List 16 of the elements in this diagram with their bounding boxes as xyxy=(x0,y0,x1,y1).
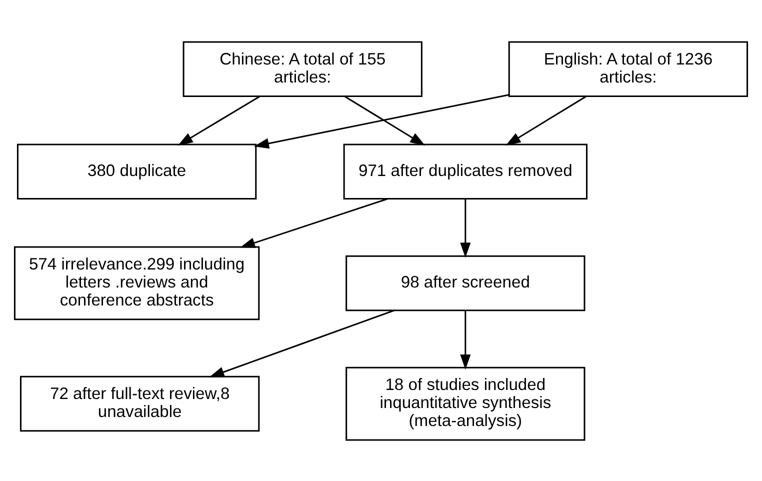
arrow xyxy=(460,198,471,258)
arrow xyxy=(344,95,426,146)
arrow xyxy=(460,310,471,370)
node-box: 574 irrelevance.299 including letters .reviews and conference abstracts xyxy=(14,246,260,320)
node-box: English: A total of 1236 articles: xyxy=(508,40,748,97)
arrow xyxy=(254,94,509,148)
node-box: 380 duplicate xyxy=(16,143,257,200)
node-box: 72 after full-text review,8 unavailable xyxy=(20,375,260,432)
node-box: 971 after duplicates removed xyxy=(343,143,588,200)
node-box: 98 after screened xyxy=(346,254,586,311)
arrow xyxy=(178,95,260,146)
arrow xyxy=(240,198,388,248)
node-box: 18 of studies included inquantitative synthesis (meta-analysis) xyxy=(346,366,586,440)
arrow xyxy=(209,309,395,377)
arrow xyxy=(506,95,586,146)
node-box: Chinese: A total of 155 articles: xyxy=(182,40,422,97)
